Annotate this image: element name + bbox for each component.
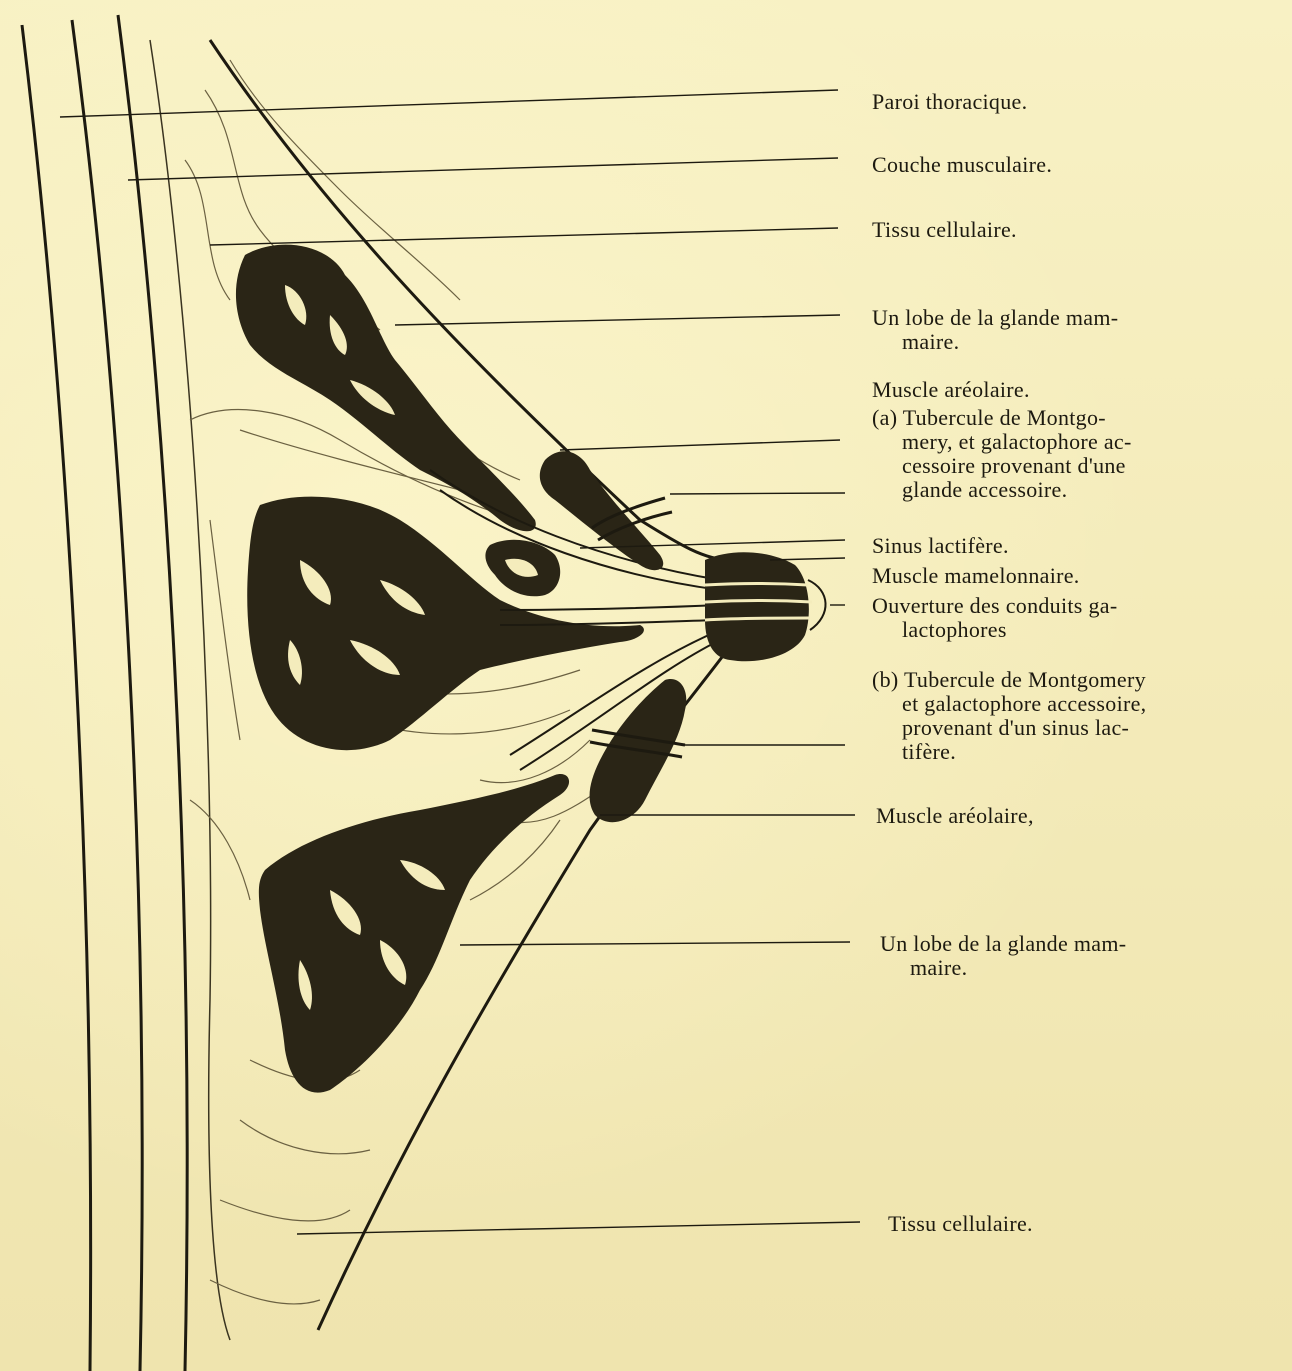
thoracic-wall-line-1 <box>22 25 91 1371</box>
label-tubercule-a-line4: glande accessoire. <box>872 478 1132 502</box>
leader-couche <box>128 158 838 180</box>
leader-mamelonnaire <box>770 558 845 560</box>
label-sinus-lactifere: Sinus lactifère. <box>872 534 1009 558</box>
label-tissu-top-text: Tissu cellulaire. <box>872 218 1017 242</box>
mammary-lobe-top <box>236 245 536 532</box>
label-tubercule-a: (a) Tubercule de Montgo- mery, et galact… <box>872 406 1132 502</box>
label-ouverture: Ouverture des conduits ga- lactophores <box>872 594 1117 642</box>
label-tubercule-b: (b) Tubercule de Montgomery et galactoph… <box>872 668 1146 764</box>
label-lobe-top: Un lobe de la glande mam- maire. <box>872 306 1118 354</box>
label-lobe-bottom-line2: maire. <box>880 956 1126 980</box>
label-tubercule-a-line1: (a) Tubercule de Montgo- <box>872 406 1132 430</box>
label-muscle-areolaire-bottom: Muscle aréolaire, <box>876 804 1034 828</box>
label-tubercule-b-line4: tifère. <box>872 740 1146 764</box>
label-muscle-mamelonnaire: Muscle mamelonnaire. <box>872 564 1080 588</box>
mammary-lobe-bottom <box>259 774 569 1093</box>
label-lobe-top-line1: Un lobe de la glande mam- <box>872 306 1118 330</box>
label-tubercule-b-line3: provenant d'un sinus lac- <box>872 716 1146 740</box>
label-muscle-areolaire-top-text: Muscle aréolaire. <box>872 378 1030 402</box>
label-muscle-areolaire-bottom-text: Muscle aréolaire, <box>876 804 1034 828</box>
leader-tissu-bottom <box>297 1222 860 1234</box>
label-lobe-top-line2: maire. <box>872 330 1118 354</box>
thoracic-wall-line-2 <box>72 20 142 1371</box>
leader-tubercule-a <box>670 493 845 494</box>
label-ouverture-line2: lactophores <box>872 618 1117 642</box>
label-paroi-text: Paroi thoracique. <box>872 90 1027 114</box>
label-ouverture-line1: Ouverture des conduits ga- <box>872 594 1117 618</box>
label-couche-text: Couche musculaire. <box>872 153 1052 177</box>
label-lobe-bottom: Un lobe de la glande mam- maire. <box>880 932 1126 980</box>
label-paroi-thoracique: Paroi thoracique. <box>872 90 1027 114</box>
label-sinus-text: Sinus lactifère. <box>872 534 1009 558</box>
thoracic-wall-line-3 <box>118 15 187 1371</box>
label-tissu-cellulaire-top: Tissu cellulaire. <box>872 218 1017 242</box>
nipple <box>705 552 826 661</box>
leader-lobe-bottom <box>460 942 850 945</box>
thoracic-wall-lines <box>22 15 187 1371</box>
leader-paroi <box>60 90 838 117</box>
muscle-layer-boundary <box>150 40 230 1340</box>
label-tubercule-b-line1: (b) Tubercule de Montgomery <box>872 668 1146 692</box>
label-muscle-areolaire-top: Muscle aréolaire. <box>872 378 1030 402</box>
label-mamelonnaire-text: Muscle mamelonnaire. <box>872 564 1080 588</box>
leader-tissu-top <box>210 228 838 245</box>
montgomery-tubercle-b <box>590 679 687 822</box>
label-tubercule-b-line2: et galactophore accessoire, <box>872 692 1146 716</box>
label-lobe-bottom-line1: Un lobe de la glande mam- <box>880 932 1126 956</box>
label-tubercule-a-line3: cessoire provenant d'une <box>872 454 1132 478</box>
label-tubercule-a-line2: mery, et galactophore ac- <box>872 430 1132 454</box>
label-tissu-bottom-text: Tissu cellulaire. <box>888 1212 1033 1236</box>
label-tissu-cellulaire-bottom: Tissu cellulaire. <box>888 1212 1033 1236</box>
label-couche-musculaire: Couche musculaire. <box>872 153 1052 177</box>
leader-muscle-areolaire-top <box>560 440 840 450</box>
leader-lobe-top <box>395 315 840 325</box>
